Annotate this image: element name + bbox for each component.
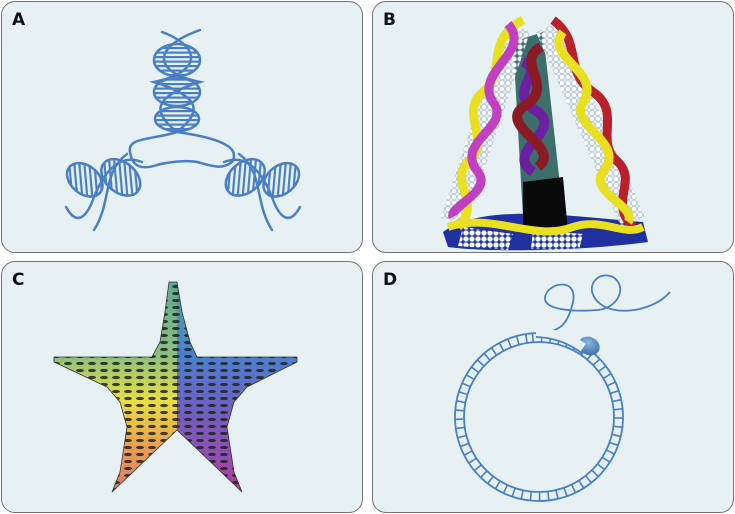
panel-label-a: A <box>12 10 26 30</box>
polymerase-icon <box>578 336 600 356</box>
panel-label-c: C <box>12 270 25 290</box>
panel-d: D <box>372 261 734 513</box>
panel-label-b: B <box>383 10 396 30</box>
panel-a: A <box>1 1 363 253</box>
three-way-junction-diagram <box>64 28 302 232</box>
dna-origami-star <box>53 281 298 493</box>
panel-label-d: D <box>383 270 398 290</box>
panel-b: B <box>372 1 734 253</box>
circular-dna-diagram <box>454 274 671 502</box>
panel-c: C <box>1 261 363 513</box>
dna-tetrahedron-model <box>440 16 648 251</box>
